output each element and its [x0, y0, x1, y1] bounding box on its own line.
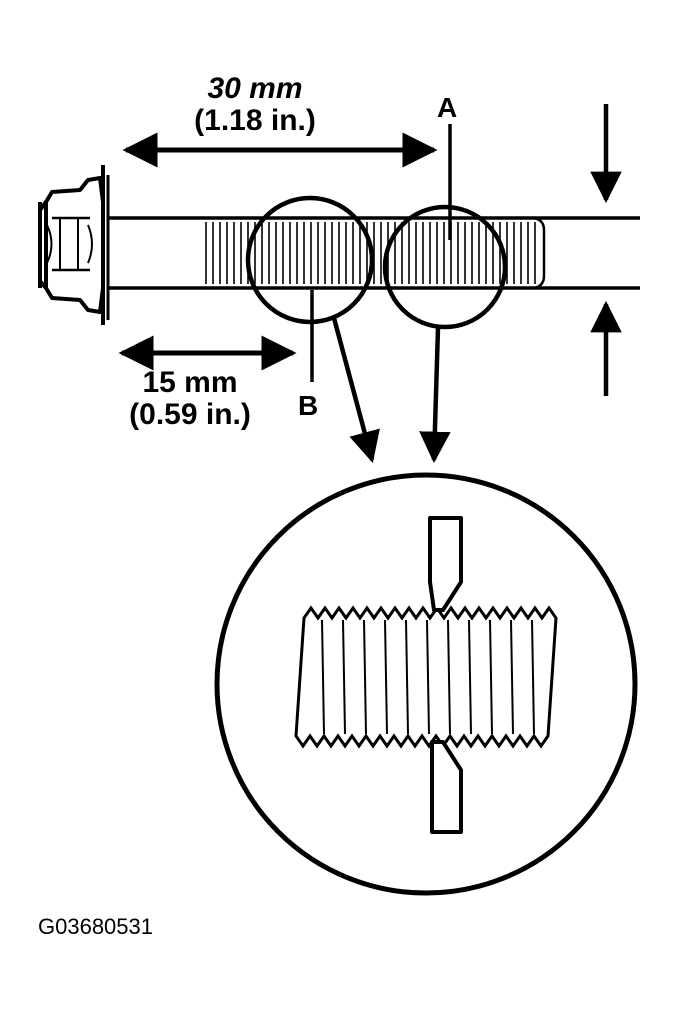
magnified-thread-line — [363, 619, 367, 735]
magnified-thread-line — [405, 619, 409, 735]
circle-b — [245, 195, 375, 325]
callout-leaders — [310, 124, 452, 382]
magnified-thread-line — [489, 619, 493, 735]
magnified-view — [214, 472, 638, 896]
magnified-thread-line — [447, 619, 451, 735]
callout-b: B — [298, 390, 319, 421]
short-dimension-label: 15 mm (0.59 in.) — [100, 368, 280, 430]
magnifier-circle-icon — [245, 195, 508, 330]
magnified-thread-line — [468, 619, 472, 735]
short-dimension-metric: 15 mm — [142, 366, 238, 399]
magnified-thread-line — [321, 619, 325, 735]
magnified-thread-line — [510, 619, 514, 735]
long-dimension-imperial: (1.18 in.) — [194, 104, 316, 137]
magnified-thread-line — [384, 619, 388, 735]
long-dimension-label: 30 mm (1.18 in.) — [150, 74, 360, 136]
magnified-thread-line — [342, 619, 346, 735]
thread-lines — [205, 222, 536, 284]
figure-code: G03680531 — [38, 914, 153, 939]
thread-gauge-icon — [428, 516, 463, 834]
zoom-arrows — [331, 317, 451, 464]
magnified-thread-line — [531, 619, 535, 735]
magnified-thread-line — [426, 619, 430, 735]
short-dimension-imperial: (0.59 in.) — [129, 398, 251, 431]
bolt-shank — [108, 216, 640, 290]
magnified-thread — [294, 605, 558, 749]
bolt-head-icon — [38, 165, 110, 325]
circle-a — [382, 204, 508, 330]
callout-a: A — [437, 92, 458, 123]
long-dimension-metric: 30 mm — [207, 72, 303, 105]
